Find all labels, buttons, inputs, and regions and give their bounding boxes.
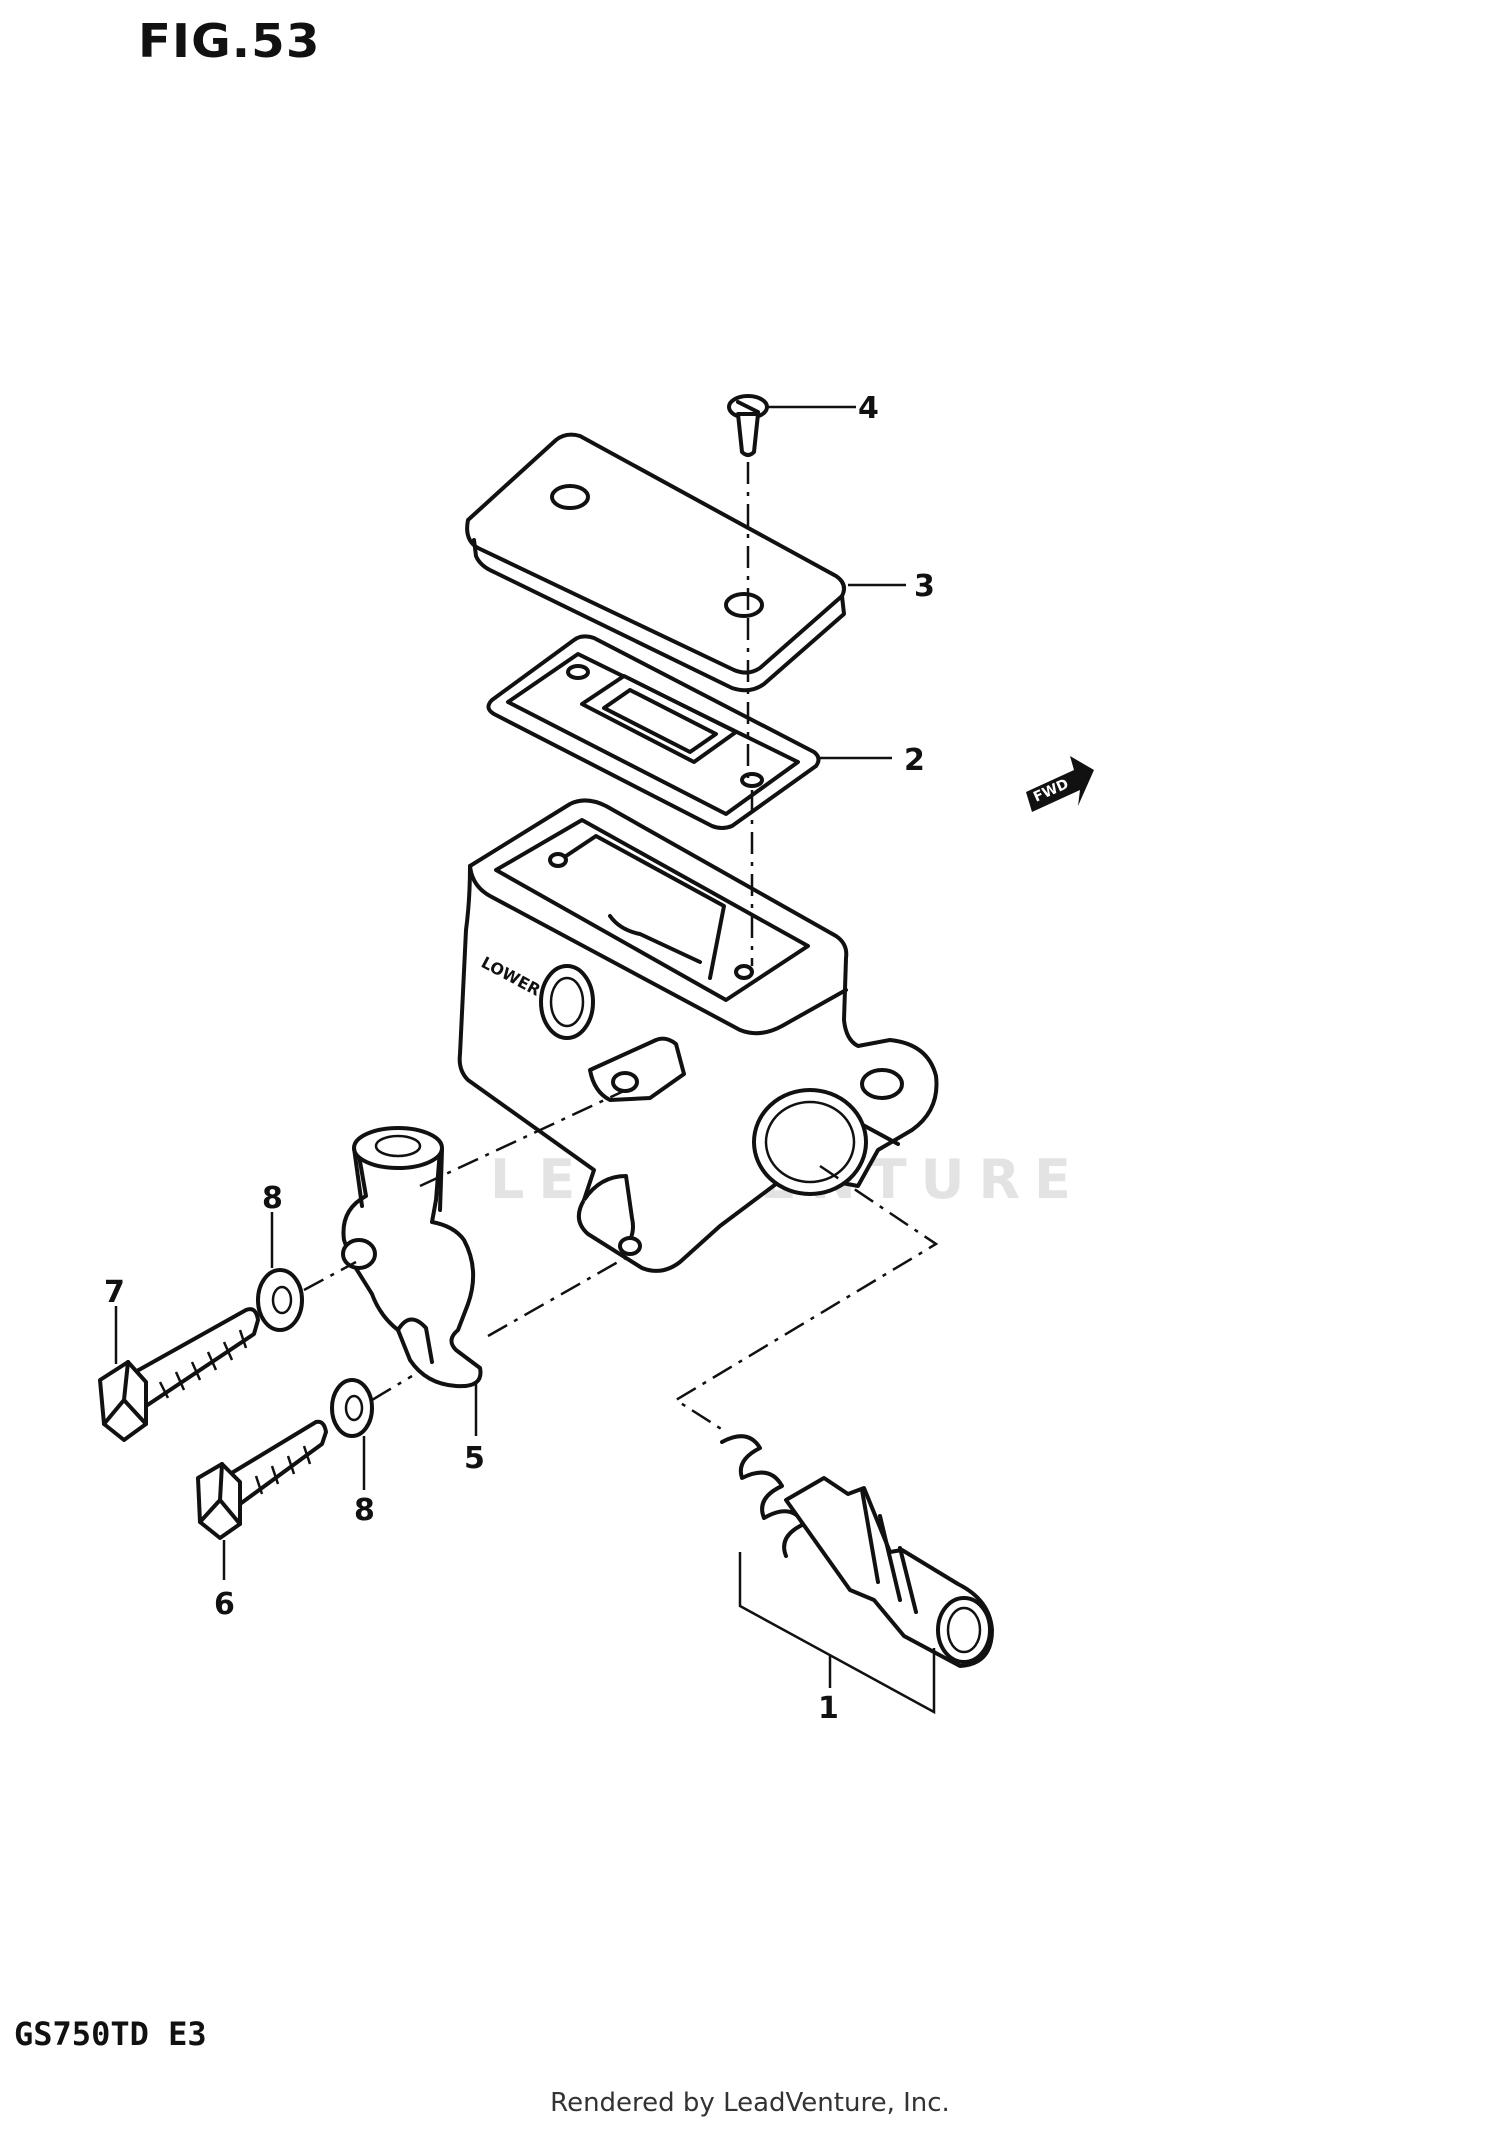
callout-2: 2 bbox=[904, 743, 925, 778]
callout-5: 5 bbox=[464, 1441, 485, 1476]
assembly-line-lower-bolt bbox=[487, 1252, 633, 1338]
callout-1: 1 bbox=[818, 1691, 839, 1726]
part-4-screw[interactable] bbox=[727, 394, 769, 457]
forward-direction-arrow-icon: FWD bbox=[1026, 756, 1094, 812]
part-7-long-bolt[interactable] bbox=[98, 1307, 260, 1442]
part-1-piston-spring[interactable] bbox=[720, 1434, 994, 1668]
part-8-upper-washer[interactable] bbox=[256, 1268, 304, 1332]
render-credit: Rendered by LeadVenture, Inc. bbox=[550, 2088, 950, 2118]
callout-7: 7 bbox=[104, 1275, 125, 1310]
part-5-clamp[interactable] bbox=[341, 1126, 483, 1389]
callout-6: 6 bbox=[214, 1587, 235, 1622]
assembly-line-piston bbox=[673, 1164, 939, 1434]
assembly-line-upper-bolt bbox=[419, 1088, 627, 1188]
assembly-line-upper-washer bbox=[303, 1260, 357, 1292]
assembly-line-lower-washer bbox=[371, 1374, 413, 1402]
part-2-diaphragm[interactable] bbox=[486, 634, 821, 830]
model-code: GS750TD E3 bbox=[14, 2015, 207, 2053]
callout-4: 4 bbox=[858, 391, 879, 426]
figure-title: FIG.53 bbox=[138, 14, 321, 68]
callout-8-upper: 8 bbox=[262, 1181, 283, 1216]
callout-8-lower: 8 bbox=[354, 1493, 375, 1528]
callout-3: 3 bbox=[914, 569, 935, 604]
master-cylinder-body[interactable]: LOWER bbox=[457, 798, 939, 1273]
leader-1-bracket bbox=[738, 1552, 936, 1715]
part-3-reservoir-cap[interactable] bbox=[465, 432, 846, 693]
part-6-short-bolt[interactable] bbox=[196, 1419, 328, 1540]
part-8-lower-washer[interactable] bbox=[330, 1378, 374, 1438]
